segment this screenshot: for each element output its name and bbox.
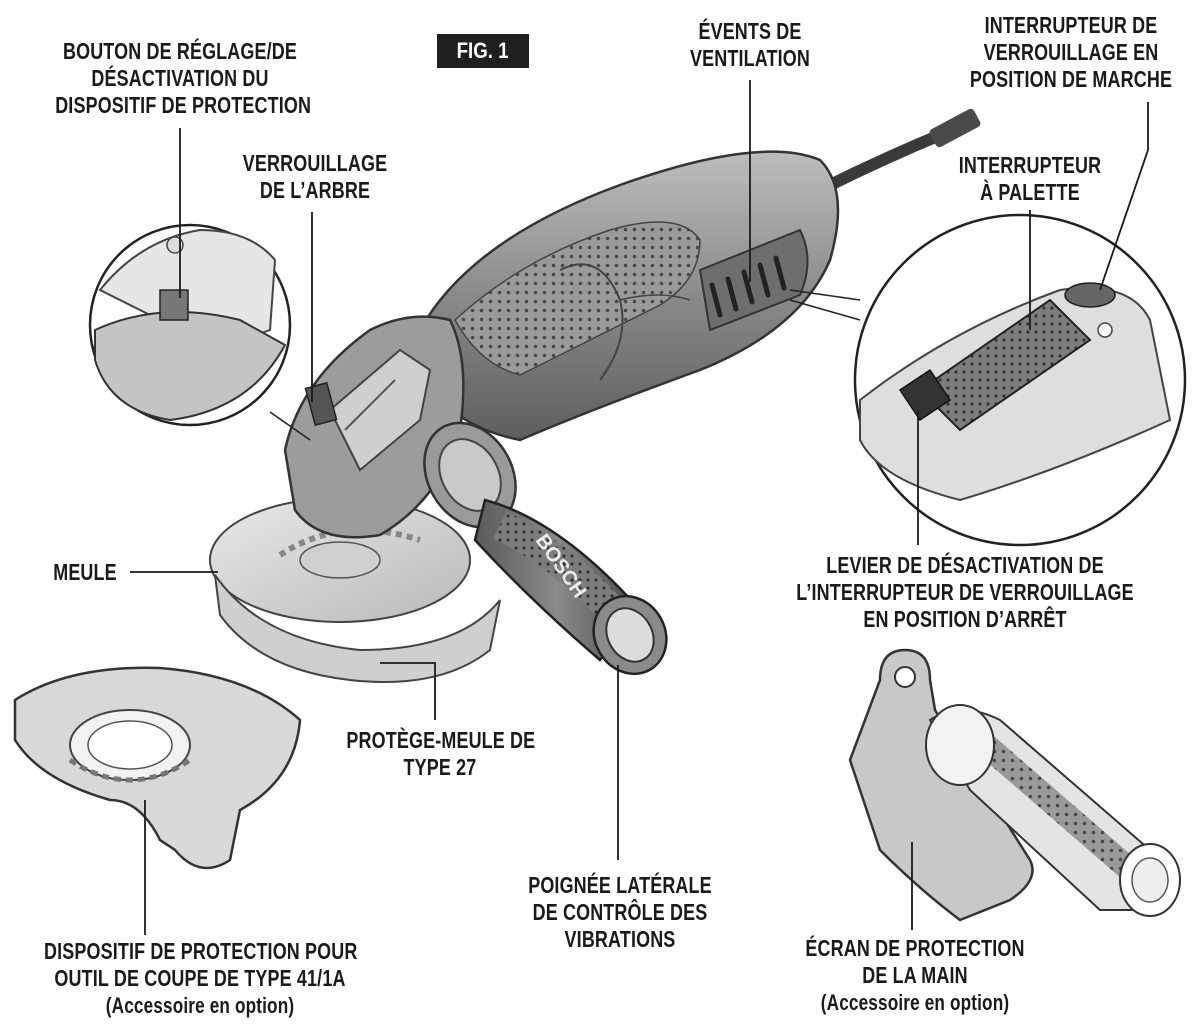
hand-shield <box>848 648 1181 922</box>
grinder-body <box>418 150 840 442</box>
gear-head <box>283 315 465 539</box>
leader-lock-on-switch <box>1099 102 1149 291</box>
grinding-wheel <box>209 497 501 683</box>
label-wheel: MEULE <box>53 559 117 585</box>
label-lock-off-lever: LEVIER DE DÉSACTIVATION DE L’INTERRUPTEU… <box>796 552 1134 632</box>
label-side-handle: POIGNÉE LATÉRALE DE CONTRÔLE DES VIBRATI… <box>528 872 712 952</box>
label-vents: ÉVENTS DE VENTILATION <box>690 18 810 71</box>
label-lock-on-switch: INTERRUPTEUR DE VERROUILLAGE EN POSITION… <box>969 12 1173 92</box>
label-paddle-switch: INTERRUPTEUR À PALETTE <box>958 152 1102 205</box>
type41-guard <box>13 666 302 870</box>
leader-lines <box>130 80 1149 935</box>
ventilation-vents <box>698 228 809 332</box>
side-handle: BOSCH <box>423 421 668 676</box>
label-hand-shield: ÉCRAN DE PROTECTION DE LA MAIN (Accessoi… <box>805 935 1025 1015</box>
detail-circle-paddle-switch <box>789 213 1187 547</box>
label-spindle-lock: VERROUILLAGE DE L’ARBRE <box>242 150 388 203</box>
label-type41-guard: DISPOSITIF DE PROTECTION POUR OUTIL DE C… <box>44 938 358 1018</box>
label-type27-guard: PROTÈGE-MEULE DE TYPE 27 <box>346 727 536 780</box>
detail-circle-guard-button <box>88 223 311 441</box>
figure-badge: FIG. 1 <box>437 34 529 68</box>
label-guard-button: BOUTON DE RÉGLAGE/DE DÉSACTIVATION DU DI… <box>55 38 312 118</box>
leader-type27-guard <box>380 662 436 720</box>
